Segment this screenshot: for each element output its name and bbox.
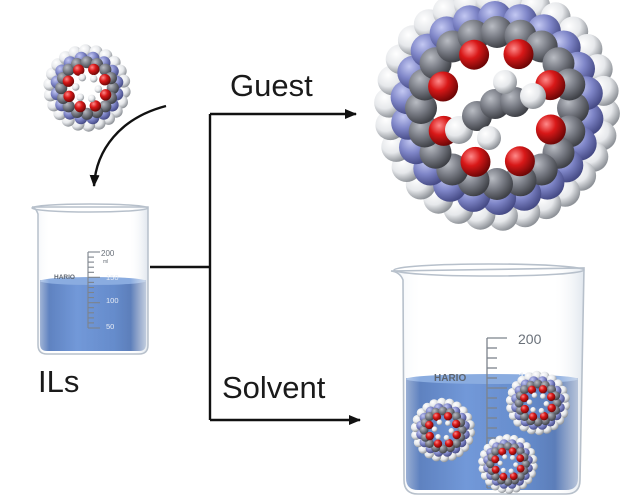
atom-sphere [530,407,536,413]
guest-label: Guest [230,68,313,103]
atom-sphere [502,454,508,460]
atom-sphere [535,114,566,145]
atom-sphere [445,420,451,427]
atom-sphere [444,439,454,448]
atom-sphere [73,64,85,76]
atom-sphere [520,83,546,109]
atom-sphere [62,75,75,87]
atom-sphere [477,126,501,150]
atom-sphere [443,434,450,441]
solvent-label: Solvent [222,370,326,405]
atom-sphere [89,100,102,112]
curved-arrow [89,104,167,187]
macrocycle-in-solvent-3 [478,434,538,494]
macrocycle-in-solvent-1 [410,397,476,463]
atom-sphere [520,393,529,403]
atom-sphere [452,430,461,440]
atom-sphere [520,404,529,414]
atom-sphere [547,403,556,413]
atom-sphere [428,71,459,102]
small-beaker-mark-100: 100 [106,296,119,305]
small-beaker: 200 ml HARIO 150 100 50 [31,203,149,355]
atom-sphere [99,74,111,86]
large-beaker-capacity: 200 [518,331,542,347]
atom-sphere [513,462,519,468]
large-beaker-brand: HARIO [434,373,466,384]
atom-sphere [500,467,506,473]
macrocycle-small-model [43,44,131,132]
small-beaker-scale [87,251,100,329]
small-beaker-mark-50: 50 [106,322,114,331]
atom-sphere [99,89,112,101]
atom-sphere [491,465,500,474]
atom-sphere [504,146,535,177]
atom-sphere [509,472,518,481]
atom-sphere [425,420,434,430]
atom-sphere [448,428,455,434]
atom-sphere [539,412,549,421]
atom-sphere [547,392,556,402]
small-beaker-capacity: 200 [101,249,115,258]
atom-sphere [432,412,442,421]
atom-sphere [405,92,437,124]
atom-sphere [509,455,516,461]
atom-sphere [540,393,546,400]
atom-sphere [493,70,517,94]
atom-sphere [78,73,87,82]
atom-sphere [76,93,85,102]
large-beaker-rim [393,263,585,277]
atom-sphere [499,472,508,481]
atom-sphere [452,419,461,429]
atom-sphere [527,385,537,394]
atom-sphere [538,407,545,414]
atom-sphere [531,392,538,399]
flow-arrows [89,104,361,425]
small-beaker-unit: ml [103,259,108,265]
atom-sphere [528,412,538,421]
atom-sphere [557,92,589,124]
atom-sphere [94,85,103,93]
atom-sphere [508,468,514,474]
atom-sphere [460,146,491,177]
atom-sphere [74,100,86,113]
atom-sphere [503,39,534,70]
atom-sphere [538,385,548,394]
atom-sphere [431,426,438,433]
small-beaker-brand: HARIO [54,274,75,281]
atom-sphere [63,90,75,103]
macrocycle-in-solvent-2 [505,370,571,436]
large-beaker: 200 HARIO 150 [390,263,585,495]
atom-sphere [459,39,490,70]
atom-sphere [526,399,533,406]
atom-sphere [71,83,80,91]
atom-sphere [425,431,434,441]
host-guest-complex-model [374,0,620,231]
ils-label: ILs [38,364,80,399]
atom-sphere [443,412,453,421]
atom-sphere [516,464,525,473]
atom-sphere [87,94,96,103]
atom-sphere [433,439,443,448]
atom-sphere [88,63,100,76]
atom-sphere [498,447,507,456]
atom-sphere [508,447,517,456]
atom-sphere [481,16,513,48]
atom-sphere [491,455,500,464]
atom-sphere [516,454,525,463]
small-beaker-glass [31,206,149,355]
atom-sphere [436,419,443,426]
atom-sphere [497,460,503,466]
small-beaker-mark-150: 150 [106,273,119,282]
atom-sphere [481,168,513,200]
small-beaker-rim [31,203,149,213]
atom-sphere [543,401,550,407]
atom-sphere [89,74,98,83]
atom-sphere [435,434,441,440]
